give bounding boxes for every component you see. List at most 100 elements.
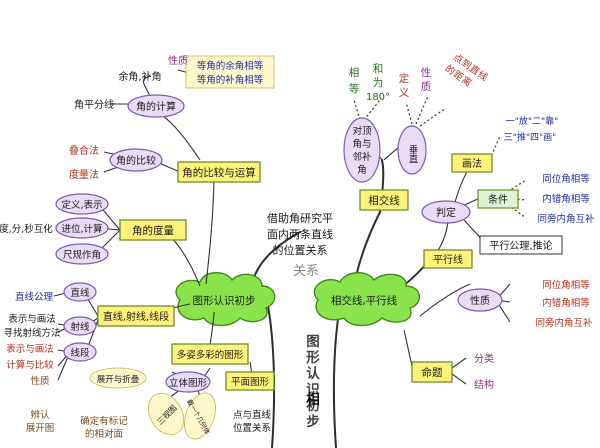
views[interactable]: 三视图	[141, 387, 191, 441]
svg-text:等角的补角相等: 等角的补角相等	[197, 74, 264, 86]
one-put-2: 三"推"四"画"	[504, 131, 557, 143]
point-dist-label: 点 到 直 线 的 距 离	[443, 52, 491, 89]
cross-section[interactable]: 截一个几何体	[179, 389, 222, 444]
svg-text:展开图: 展开图	[26, 423, 55, 434]
svg-text:点与直线: 点与直线	[233, 409, 272, 421]
svg-text:角的比较: 角的比较	[116, 154, 156, 167]
complement-prop: 等角的余角相等 等角的补角相等	[185, 55, 275, 89]
segment-node[interactable]: 线段	[63, 342, 97, 362]
seg-prop-label: 性质	[30, 375, 50, 387]
svg-text:角的比较与运算: 角的比较与运算	[182, 166, 256, 179]
parallel[interactable]: 平行线	[423, 249, 473, 269]
stem-right: 相	[306, 391, 320, 408]
repr-draw-2-label: 表示与画法	[6, 343, 54, 355]
svg-text:质: 质	[421, 81, 432, 93]
cloud-left[interactable]: 图形认识初步	[175, 272, 276, 327]
shapes-box[interactable]: 多姿多彩的图形	[171, 343, 249, 365]
svg-text:平面图形: 平面图形	[231, 376, 270, 388]
svg-text:的位置关系: 的位置关系	[273, 243, 328, 257]
svg-text:对顶: 对顶	[352, 125, 372, 137]
svg-text:射线: 射线	[70, 321, 90, 333]
line-group[interactable]: 直线,射线,线段	[97, 305, 175, 327]
vertical-adj[interactable]: 对顶 角与 邻补 角	[343, 117, 381, 183]
svg-text:垂直: 垂直	[407, 144, 419, 164]
classify-label: 分类	[474, 352, 494, 365]
svg-text:等: 等	[349, 82, 360, 95]
svg-text:识: 识	[306, 382, 320, 398]
center-note: 借助角研究平 面内两条直线 的位置关系	[267, 211, 333, 257]
cloud-right[interactable]: 相交线,平行线	[313, 272, 420, 327]
draw-method[interactable]: 画法	[451, 153, 493, 173]
one-put-1: 一"放"二"靠"	[506, 115, 559, 127]
unfold-fold[interactable]: 展开与折叠	[89, 367, 147, 389]
svg-text:180°: 180°	[366, 92, 390, 103]
proposition[interactable]: 命题	[411, 361, 453, 383]
svg-text:认: 认	[306, 365, 320, 382]
svg-text:的相对面: 的相对面	[85, 428, 123, 440]
def-repr[interactable]: 定义,表示	[55, 193, 109, 215]
parallel-axiom[interactable]: 平行公理,推论	[479, 235, 563, 255]
svg-text:直线: 直线	[70, 287, 90, 299]
svg-text:角的计算: 角的计算	[136, 100, 176, 113]
svg-text:形: 形	[306, 350, 320, 366]
cloud-left-label: 图形认识初步	[193, 294, 256, 307]
condition[interactable]: 条件	[477, 189, 519, 209]
nature[interactable]: 性质	[457, 288, 503, 312]
svg-text:为: 为	[373, 77, 384, 89]
recognize: 辨认 展开图	[26, 409, 55, 434]
sum180-label: 和 为 180°	[366, 63, 390, 103]
stem-left: 图 形 认 识 初 步	[306, 334, 320, 430]
complement-label: 余角,补角	[118, 70, 161, 83]
determine: 确定有标记 的相对面	[80, 415, 128, 440]
svg-text:借助角研究平: 借助角研究平	[267, 211, 333, 225]
repr-draw-1-label: 表示与画法	[8, 313, 56, 325]
svg-text:命题: 命题	[422, 366, 443, 379]
svg-text:位置关系: 位置关系	[233, 422, 271, 434]
svg-text:和: 和	[373, 63, 384, 75]
svg-text:确定有标记: 确定有标记	[80, 415, 128, 427]
svg-text:多姿多彩的图形: 多姿多彩的图形	[177, 349, 244, 361]
svg-text:画法: 画法	[462, 157, 482, 170]
property-label: 性质	[168, 54, 188, 67]
ruler-angle[interactable]: 尺规作角	[55, 243, 109, 265]
cloud-right-label: 相交线,平行线	[331, 294, 398, 307]
svg-text:相: 相	[306, 391, 320, 408]
measure-method-label: 度量法	[69, 168, 99, 181]
equal-label: 相 等	[349, 66, 360, 95]
svg-text:性: 性	[421, 66, 432, 79]
svg-text:面内两条直线: 面内两条直线	[267, 227, 333, 241]
ray-node[interactable]: 射线	[63, 316, 97, 336]
svg-text:定义,表示: 定义,表示	[61, 199, 102, 211]
relation-label: 关系	[293, 264, 319, 279]
svg-text:平行线: 平行线	[433, 253, 463, 266]
line-node[interactable]: 直线	[63, 282, 97, 302]
angle-calc-group[interactable]: 角的比较与运算	[177, 161, 261, 183]
same-side2-label: 同旁内角互补	[535, 317, 593, 329]
svg-text:条件: 条件	[488, 193, 508, 206]
svg-text:图: 图	[306, 334, 320, 350]
calc-compare-label: 计算与比较	[6, 359, 54, 371]
svg-text:角: 角	[357, 164, 367, 176]
point-line: 点与直线 位置关系	[233, 409, 272, 434]
intersect[interactable]: 相交线	[359, 189, 409, 211]
solid-shape[interactable]: 立体图形	[165, 371, 211, 393]
judge[interactable]: 判定	[421, 200, 471, 224]
svg-text:邻补: 邻补	[352, 151, 372, 163]
base-calc[interactable]: 进位,计算	[55, 217, 109, 239]
svg-text:角与: 角与	[352, 138, 371, 150]
line-axiom-label: 直线公理	[15, 291, 54, 303]
angle-compare[interactable]: 角的比较	[109, 148, 163, 172]
svg-text:进位,计算: 进位,计算	[61, 223, 102, 235]
angle-measure[interactable]: 角的度量	[119, 219, 187, 241]
svg-text:相: 相	[349, 66, 360, 79]
svg-text:性质: 性质	[470, 294, 490, 307]
svg-text:义: 义	[399, 87, 410, 99]
perpendicular[interactable]: 垂直	[397, 125, 427, 175]
svg-text:相交线: 相交线	[368, 194, 400, 207]
svg-text:判定: 判定	[436, 206, 456, 219]
svg-text:尺规作角: 尺规作角	[63, 249, 101, 261]
svg-text:线段: 线段	[70, 347, 90, 359]
plane-shape[interactable]: 平面图形	[225, 371, 275, 391]
same-side-label: 同旁内角互补	[537, 213, 595, 225]
angle-calc[interactable]: 角的计算	[127, 94, 185, 118]
